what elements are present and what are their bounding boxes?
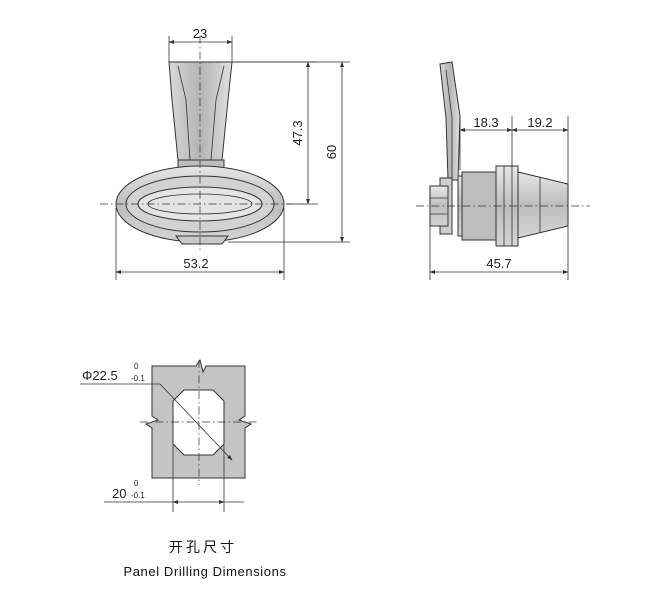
flat-tol-upper: 0: [134, 479, 139, 488]
side-view: 18.3 19.2 45.7: [416, 61, 590, 280]
dim-width-bottom: 53.2: [183, 256, 208, 271]
side-handle: [439, 61, 461, 181]
caption-english: Panel Drilling Dimensions: [123, 564, 286, 579]
lock-cone: [517, 171, 569, 239]
caption-chinese: 开孔尺寸: [169, 540, 237, 556]
dim-length: 45.7: [486, 256, 511, 271]
diameter-tol-lower: -0.1: [131, 374, 145, 383]
panel-cutout: Φ22.5 0 -0.1 20 0 -0.1: [80, 358, 258, 512]
diameter-tol-upper: 0: [134, 362, 139, 371]
diameter-label: Φ22.5: [82, 368, 118, 383]
flat-tol-lower: -0.1: [131, 491, 145, 500]
lock-handle: [168, 61, 233, 169]
drill-hole: [172, 389, 225, 456]
dim-a: 18.3: [473, 115, 498, 130]
dim-b: 19.2: [527, 115, 552, 130]
dim-height-total: 60: [324, 145, 339, 159]
flat-label: 20: [112, 486, 126, 501]
dim-height-upper: 47.3: [290, 120, 305, 145]
front-view: 23 47.3 60 53.2: [100, 26, 350, 280]
dim-width-top: 23: [193, 26, 207, 41]
